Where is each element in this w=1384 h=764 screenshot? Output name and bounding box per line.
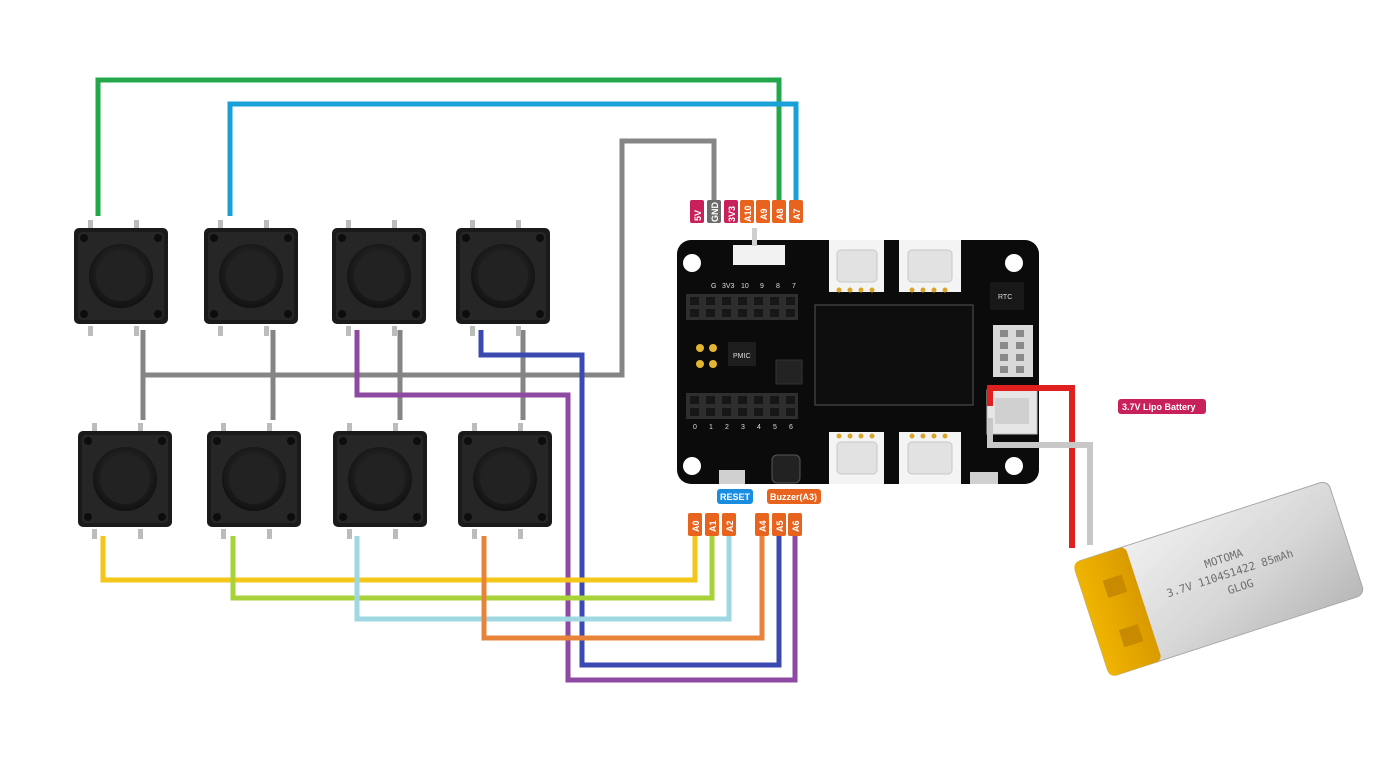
navy-wire — [478, 330, 782, 668]
buzzer-tag: Buzzer(A3) — [770, 492, 817, 502]
push-button-3 — [332, 220, 426, 336]
lightblue-wire — [354, 536, 732, 622]
wires — [95, 77, 799, 683]
pmic-label: PMIC — [733, 353, 751, 360]
blue-wire — [227, 101, 799, 216]
pin-a5-label: A5 — [775, 520, 785, 532]
header-top-7: 7 — [792, 283, 796, 290]
gnd-wire — [143, 138, 717, 378]
reset-tag: RESET — [720, 492, 751, 502]
push-button-1 — [74, 220, 168, 336]
header-top-8: 8 — [776, 283, 780, 290]
push-button-6 — [207, 423, 301, 539]
rtc-label: RTC — [998, 294, 1012, 301]
battery-red-wire — [987, 385, 1075, 548]
pin-gnd-label: GND — [710, 202, 720, 223]
lipo-battery: MOTOMA 3.7V 1104S1422 85mAh GLOG — [1074, 481, 1364, 676]
bottom-pin-labels: A0 A1 A2 A4 A5 A6 — [688, 513, 802, 536]
purple-wire — [354, 330, 798, 683]
pin-a10-label: A10 — [743, 205, 753, 222]
pin-a6-label: A6 — [791, 520, 801, 532]
pin-a1-label: A1 — [708, 520, 718, 532]
push-button-8 — [458, 423, 552, 539]
pin-a8-label: A8 — [775, 208, 785, 220]
header-bottom-4: 4 — [757, 424, 761, 431]
push-button-4 — [456, 220, 550, 336]
pin-a2-label: A2 — [725, 520, 735, 532]
green-wire — [95, 77, 782, 216]
board-tags: RESET Buzzer(A3) — [717, 489, 821, 504]
header-top-9: 9 — [760, 283, 764, 290]
header-bottom-0: 0 — [693, 424, 697, 431]
header-bottom-5: 5 — [773, 424, 777, 431]
pin-a0-label: A0 — [691, 520, 701, 532]
pin-a4-label: A4 — [758, 520, 768, 532]
lime-wire — [230, 536, 715, 601]
push-button-2 — [204, 220, 298, 336]
orange-wire — [481, 536, 765, 641]
header-top-3v3: 3V3 — [722, 283, 735, 290]
pin-5v-label: 5V — [693, 210, 703, 221]
header-bottom-1: 1 — [709, 424, 713, 431]
header-top-10: 10 — [741, 283, 749, 290]
pin-3v3-label: 3V3 — [727, 206, 737, 222]
battery-white-wire — [987, 418, 1093, 545]
header-bottom-3: 3 — [741, 424, 745, 431]
controller-board: G 3V3 10 9 8 7 0 1 2 3 4 5 6 PMIC — [677, 228, 1039, 484]
header-bottom-2: 2 — [725, 424, 729, 431]
push-button-7 — [333, 423, 427, 539]
pin-a7-label: A7 — [792, 208, 802, 220]
pin-a9-label: A9 — [759, 208, 769, 220]
yellow-wire — [100, 536, 698, 583]
header-top-g: G — [711, 283, 716, 290]
battery-label: 3.7V Lipo Battery — [1122, 402, 1196, 412]
push-buttons — [74, 220, 552, 539]
battery-wires — [987, 385, 1093, 548]
header-bottom-6: 6 — [789, 424, 793, 431]
push-button-5 — [78, 423, 172, 539]
top-pin-labels: 5V GND 3V3 A10 A9 A8 A7 — [690, 200, 803, 223]
